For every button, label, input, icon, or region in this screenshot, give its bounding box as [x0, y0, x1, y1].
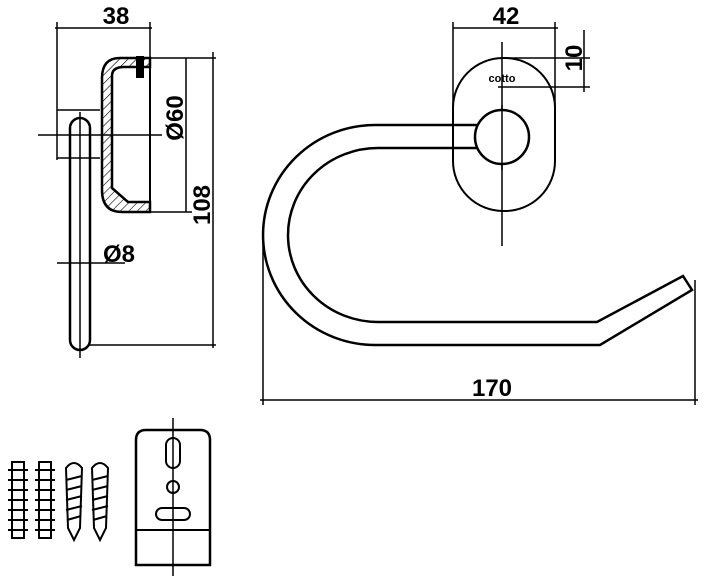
fixing-kit — [8, 461, 110, 543]
height-label: 108 — [189, 185, 216, 225]
screw-icon — [90, 462, 110, 543]
logo-offset-label: 10 — [561, 45, 588, 72]
plate-width-label: 42 — [493, 3, 520, 30]
wall-plug-icon — [8, 461, 28, 539]
rod-diameter-label: Ø8 — [103, 241, 135, 268]
overall-width-label: 170 — [472, 375, 512, 402]
depth-label: 38 — [103, 3, 130, 30]
mounting-bracket — [134, 418, 212, 576]
side-view: 38 Ø60 108 Ø8 — [38, 3, 216, 358]
paper-arm — [261, 123, 694, 347]
wall-plug-icon — [35, 461, 55, 539]
front-view: 42 10 cotto 170 — [260, 3, 698, 405]
screw-icon — [64, 462, 84, 543]
brand-logo: cotto — [489, 73, 516, 85]
plate-diameter-label: Ø60 — [162, 95, 189, 140]
